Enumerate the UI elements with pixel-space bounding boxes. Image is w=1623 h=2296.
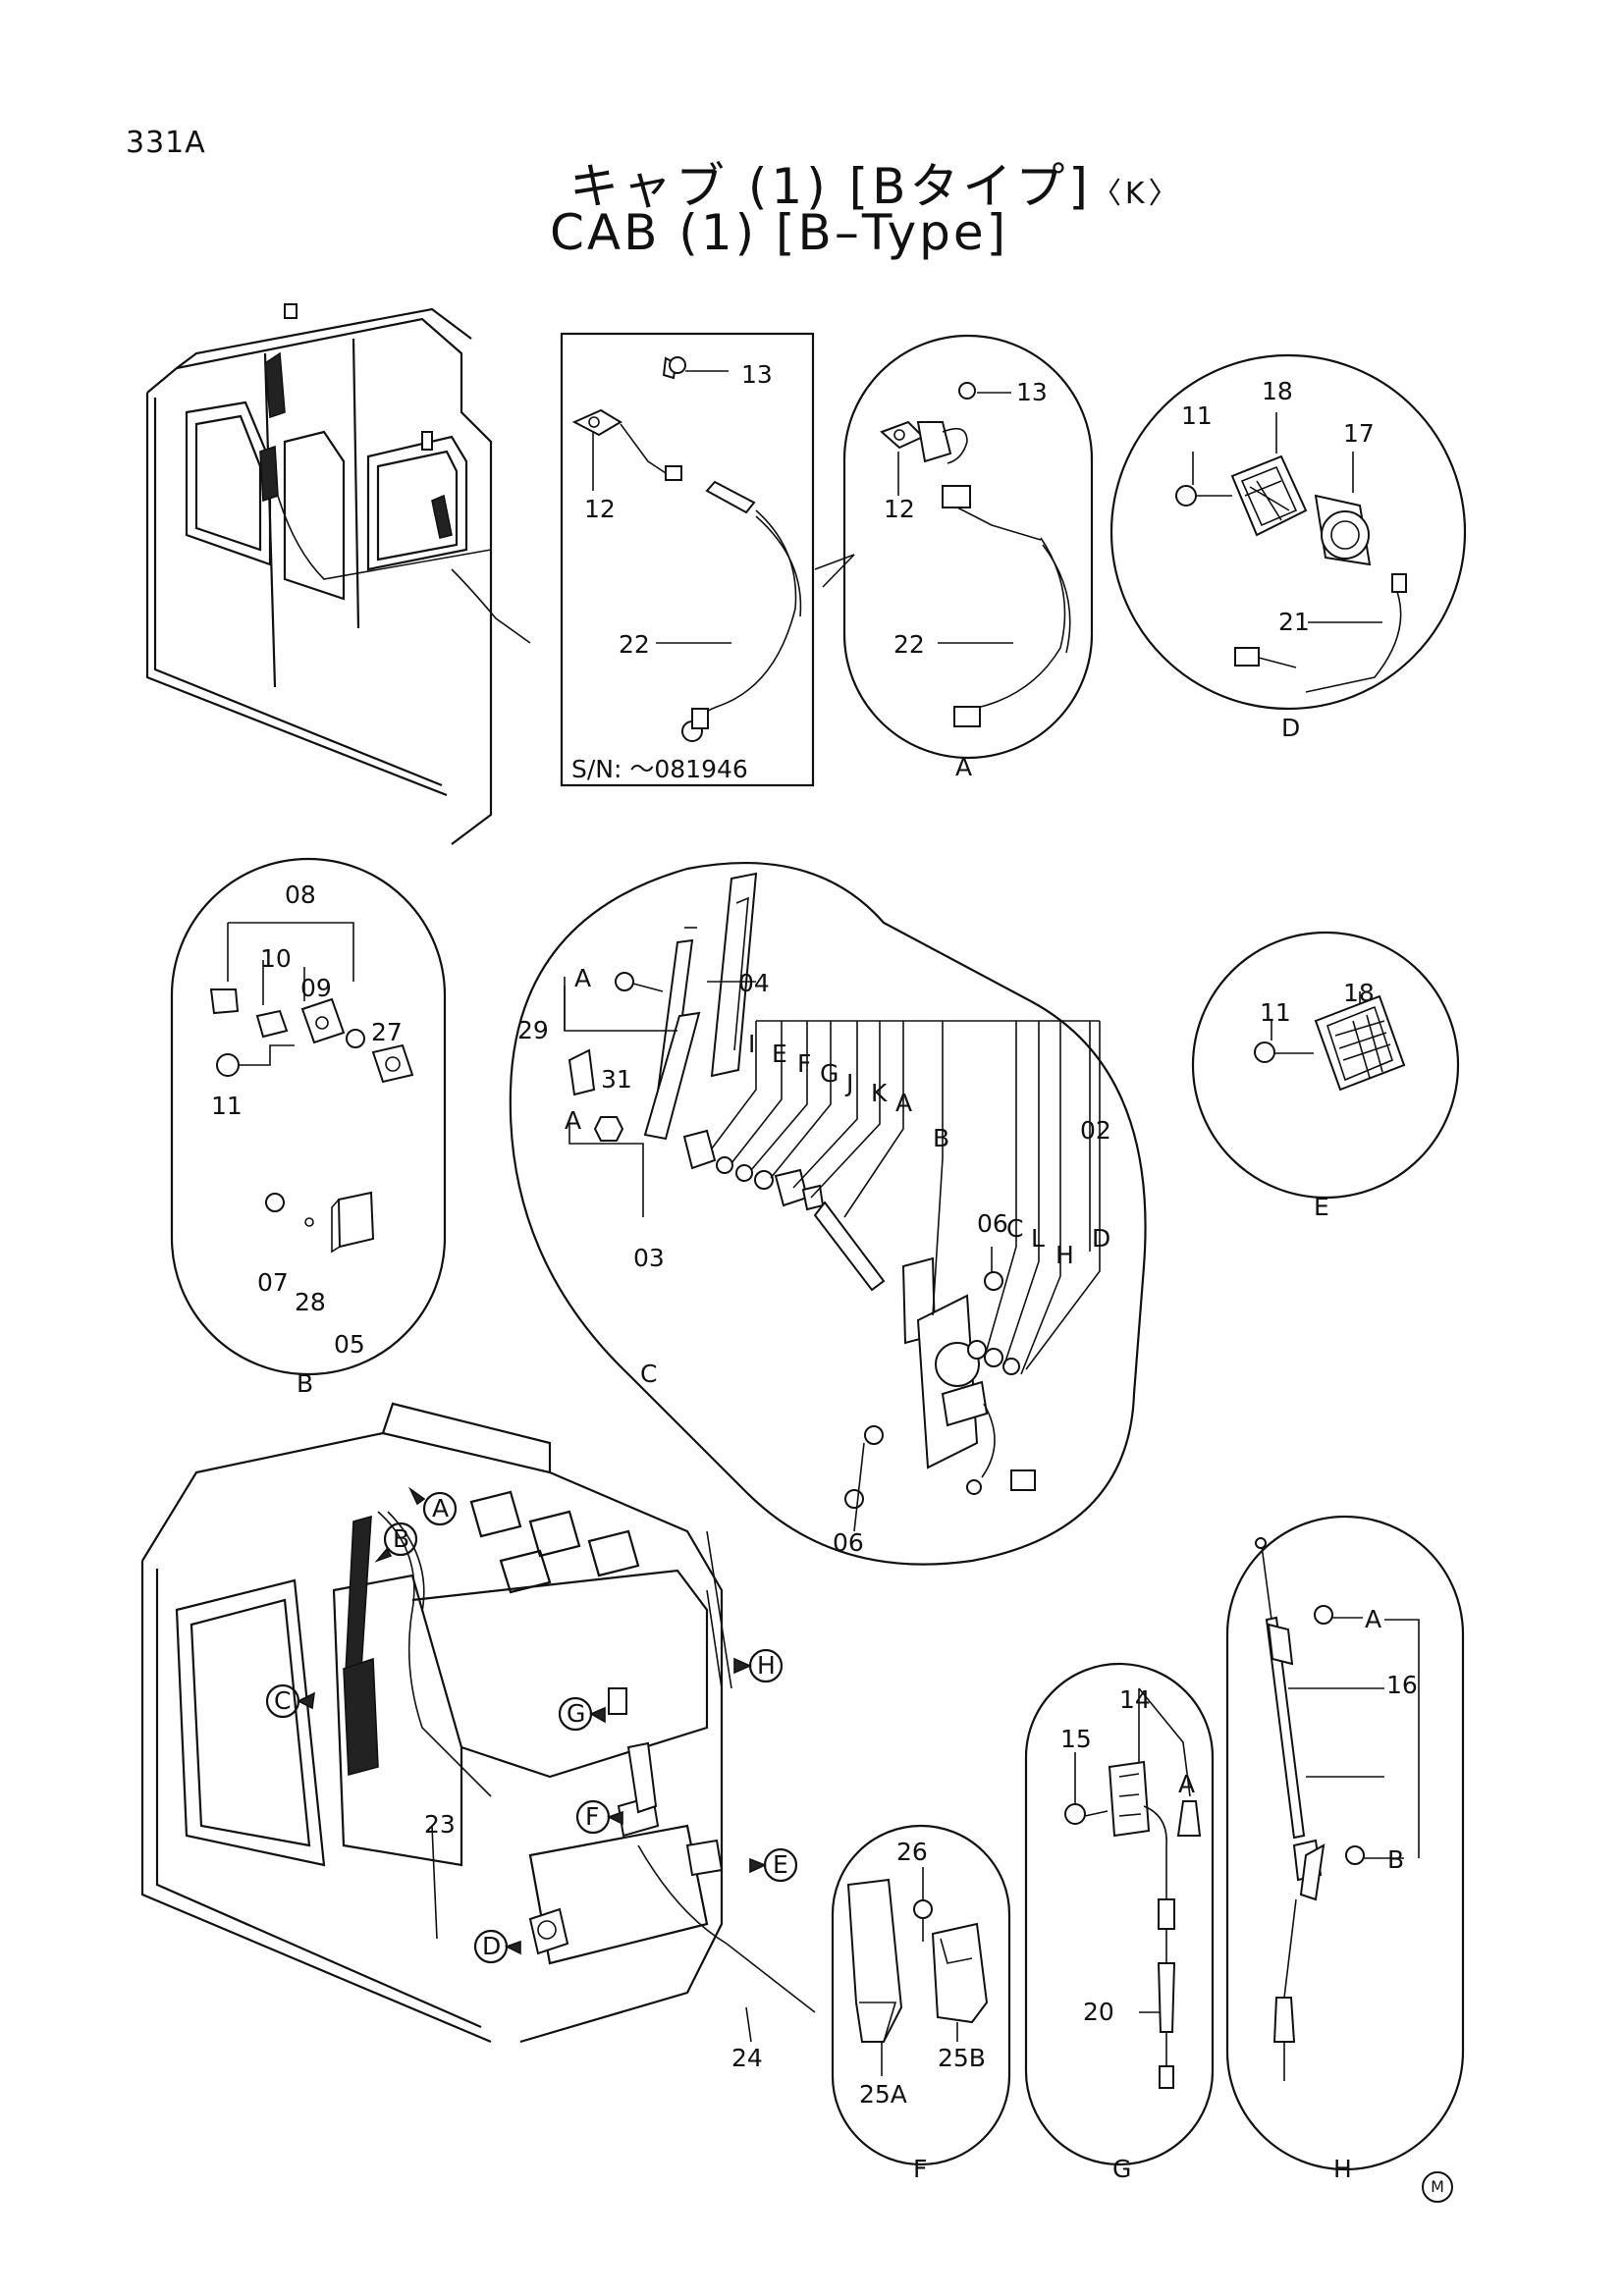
part-18-label-d: 18 [1262,377,1293,405]
detail-f [831,1824,1011,2166]
callout-h-in-c: H [1055,1241,1074,1269]
part-16-label: 16 [1386,1671,1418,1699]
part-29-label: 29 [517,1016,549,1044]
part-11-label-e: 11 [1260,998,1291,1027]
part-09-label: 09 [300,974,332,1002]
part-25a-label: 25A [859,2080,907,2109]
cab-callout-g: G [567,1699,585,1728]
part-27-label: 27 [371,1018,403,1046]
callout-d-in-c: D [1092,1224,1110,1253]
part-22-label-b: 22 [893,630,925,659]
part-12-label-a: 12 [584,495,616,523]
cab-callout-d: D [482,1932,501,1960]
cab-callout-e: E [773,1850,788,1879]
callout-c-in-c: C [1006,1214,1023,1243]
title-japanese-text: キャブ (1) [Bタイプ] [569,158,1092,215]
title-japanese: キャブ (1) [Bタイプ]〈K〉 [569,147,1182,218]
part-14-label: 14 [1119,1685,1151,1714]
detail-b-caption: B [297,1369,313,1398]
detail-b [170,857,447,1376]
callout-l: L [1031,1224,1045,1253]
part-17-label: 17 [1343,419,1375,448]
cab-callout-f: F [585,1802,599,1831]
detail-d-caption: D [1281,714,1300,742]
part-26-label: 26 [896,1838,928,1866]
callout-g-in-c: G [820,1059,839,1088]
callout-a-in-c: A [574,964,591,992]
detail-a [842,334,1094,760]
page-number: 331A [126,126,206,160]
detail-a-caption: A [955,753,972,781]
part-11-label-d: 11 [1181,401,1213,430]
serial-note: S/N: ～081946 [571,755,748,783]
callout-a-in-c-3: A [895,1089,912,1117]
detail-h [1225,1515,1465,2171]
part-28-label: 28 [295,1288,326,1316]
part-02-label: 02 [1080,1116,1111,1145]
cab-overview-bottom [140,1402,816,2044]
part-24-label: 24 [731,2044,763,2072]
callout-a-in-c-2: A [565,1106,581,1135]
detail-c [509,861,1147,1566]
callout-b-in-c: B [933,1124,949,1152]
callout-e-in-c: E [772,1040,787,1068]
part-10-label: 10 [260,944,292,973]
part-06-label-a: 06 [977,1209,1008,1238]
callout-a-in-h: A [1365,1605,1381,1633]
part-06-label-b: 06 [833,1528,864,1557]
part-18-label-e: 18 [1343,979,1375,1007]
cab-callout-b: B [393,1524,409,1553]
detail-c-caption: C [640,1360,657,1388]
part-08-label: 08 [285,881,316,909]
callout-b-in-h: B [1387,1845,1404,1874]
part-23-label: 23 [424,1810,456,1839]
part-21-label: 21 [1278,608,1310,636]
detail-h-caption: H [1333,2155,1352,2183]
part-15-label: 15 [1060,1725,1092,1753]
part-20-label: 20 [1083,1998,1114,2026]
detail-g [1024,1662,1215,2166]
serial-detail-box [560,332,855,787]
part-31-label: 31 [601,1065,632,1094]
part-11-label-b: 11 [211,1092,243,1120]
part-12-label-b: 12 [884,495,915,523]
title-japanese-suffix: 〈K〉 [1091,177,1182,211]
detail-e [1191,931,1460,1200]
part-07-label: 07 [257,1268,289,1297]
part-03-label: 03 [633,1244,665,1272]
detail-d [1109,353,1467,711]
detail-e-caption: E [1314,1193,1329,1221]
callout-f-in-c: F [797,1049,811,1078]
part-25b-label: 25B [938,2044,986,2072]
cab-callout-a: A [432,1494,449,1522]
part-22-label-a: 22 [619,630,650,659]
detail-g-caption: G [1112,2155,1131,2183]
cab-callout-h: H [757,1651,776,1680]
cab-callout-c: C [274,1686,291,1715]
callout-i: I [748,1030,755,1058]
part-13-label-b: 13 [1016,378,1048,406]
callout-j: J [844,1069,853,1097]
callout-k: K [871,1079,888,1107]
callout-a-in-g: A [1178,1770,1195,1798]
cab-overview-top [145,303,531,845]
m-mark: M [1422,2171,1453,2203]
title-english: CAB (1) [B–Type] [550,204,1009,261]
part-05-label: 05 [334,1330,365,1359]
detail-f-caption: F [913,2155,927,2183]
part-04-label: 04 [738,969,770,997]
part-13-label-a: 13 [741,360,773,389]
